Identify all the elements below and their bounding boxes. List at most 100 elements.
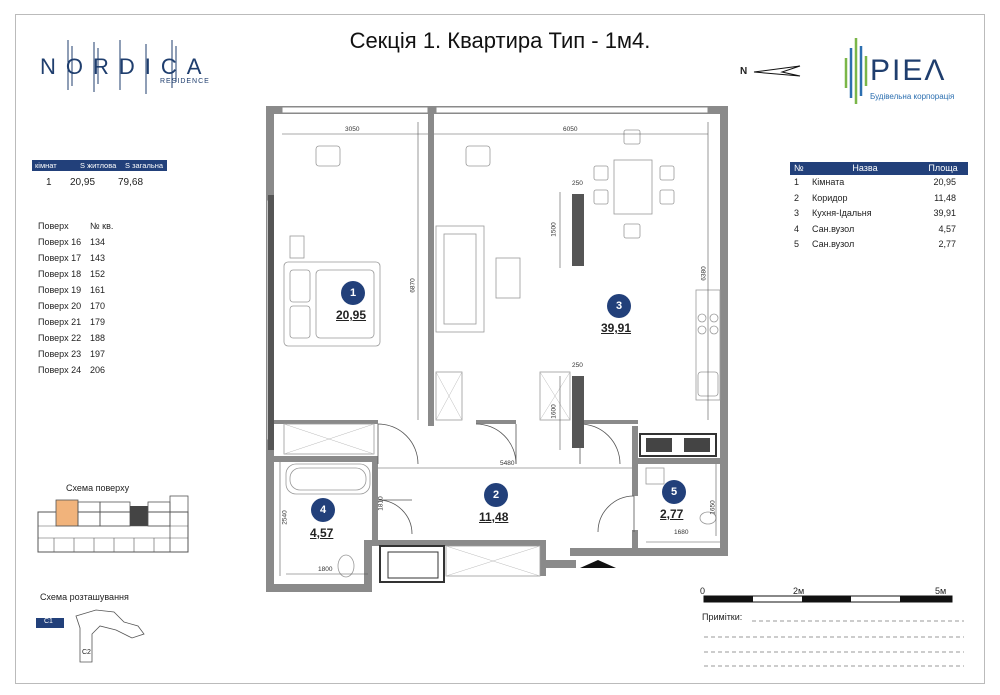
dim-label: 2540: [281, 510, 289, 525]
riel-logo-icon: [844, 38, 868, 104]
location-tag-c1: C1: [44, 618, 53, 625]
apt-number: 197: [90, 349, 106, 359]
page-title: Секція 1. Квартира Тип - 1м4.: [349, 28, 651, 53]
apt-number: 134: [90, 237, 106, 247]
floor-name: Поверх 16: [38, 237, 82, 247]
floor-row: Поверх 21 179: [38, 314, 113, 330]
notes-label: Примітки:: [702, 612, 743, 622]
floor-row: Поверх 20 170: [38, 298, 113, 314]
north-arrow: N: [740, 65, 801, 77]
dim-label: 6380: [700, 266, 708, 281]
dim-label: 1650: [709, 500, 717, 515]
floor-row: Поверх 16 134: [38, 234, 113, 250]
apt-number: 143: [90, 253, 106, 263]
floors-header: Поверх № кв.: [38, 218, 113, 234]
legend-num: 1: [794, 177, 800, 187]
window-dark: [268, 195, 274, 450]
scale-label-0: 0: [700, 586, 706, 596]
scale-label-5: 5м: [935, 586, 947, 596]
apt-number: 161: [90, 285, 106, 295]
scale-bar: [703, 595, 953, 603]
dim-label: 3050: [345, 126, 360, 133]
room-5-area: 2,77: [660, 507, 684, 521]
entrance-arrow: [580, 560, 616, 568]
furniture: [283, 129, 721, 578]
floors-header-apt: № кв.: [90, 221, 114, 231]
nordica-wordmark: NORDICA: [40, 54, 212, 79]
column-2: [572, 376, 584, 448]
legend-header-name: Назва: [852, 163, 878, 173]
nordica-sub: RESIDENCE: [160, 78, 210, 85]
summary-total: 79,68: [118, 177, 144, 188]
legend-room-name: Кімната: [812, 177, 845, 187]
location-tag-c2: C2: [82, 649, 91, 656]
floor-name: Поверх 20: [38, 301, 82, 311]
legend-room-name: Кухня-Ідальня: [812, 208, 872, 218]
floor-name: Поверх 21: [38, 317, 82, 327]
dim-label: 250: [572, 180, 583, 187]
legend-area: 11,48: [934, 192, 956, 203]
dim-label: 1680: [674, 529, 689, 536]
room-4-area: 4,57: [310, 526, 334, 540]
legend-area: 4,57: [938, 223, 956, 234]
legend-row: 3 Кухня-Ідальня 39,91: [790, 206, 968, 222]
floor-name: Поверх 17: [38, 253, 82, 263]
legend-area: 39,91: [933, 208, 956, 218]
apt-number: 179: [90, 317, 106, 327]
summary-header-total: S загальна: [125, 161, 164, 170]
riel-wordmark: PIEΛ: [870, 54, 947, 87]
dim-label: 6870: [409, 278, 417, 293]
dim-label: 1500: [550, 222, 558, 237]
floor-row: Поверх 23 197: [38, 346, 113, 362]
summary-living: 20,95: [70, 177, 96, 188]
floor-name: Поверх 19: [38, 285, 82, 295]
nordica-logo: NORDICA RESIDENCE: [40, 40, 210, 100]
floor-name: Поверх 24: [38, 365, 82, 375]
legend-area: 2,77: [938, 239, 956, 249]
legend-room-name: Коридор: [812, 192, 848, 203]
column-1: [572, 194, 584, 266]
scale-label-2: 2м: [793, 586, 805, 596]
summary-header: кімнат S житлова S загальна: [32, 160, 167, 171]
floor-row: Поверх 17 143: [38, 250, 113, 266]
floor-name: Поверх 23: [38, 349, 82, 359]
floor-row: Поверх 24 206: [38, 362, 113, 378]
apt-number: 206: [90, 365, 106, 375]
legend-room-name: Сан.вузол: [812, 223, 855, 234]
riel-sub: Будівельна корпорація: [870, 92, 955, 101]
dim-label: 1800: [318, 566, 333, 573]
room-1-badge: 1: [341, 281, 365, 305]
riel-logo: PIEΛ Будівельна корпорація: [840, 38, 970, 108]
inner-walls: [274, 114, 720, 550]
dim-label: 1810: [377, 496, 385, 511]
dim-label: 1600: [550, 404, 558, 419]
legend-num: 4: [794, 223, 800, 234]
appliances: [379, 433, 717, 583]
floors-header-floor: Поверх: [38, 221, 69, 231]
dim-label: 250: [572, 362, 583, 369]
legend-header: № Назва Площа: [790, 162, 968, 175]
dimension-lines: [279, 122, 720, 576]
legend-num: 3: [794, 208, 800, 218]
apt-number: 170: [90, 301, 106, 311]
room-2-area: 11,48: [479, 510, 509, 524]
dim-label: 5480: [500, 460, 515, 467]
legend-header-area: Площа: [928, 163, 958, 173]
dim-label: 6050: [563, 126, 578, 133]
summary-row: 1 20,95 79,68: [32, 177, 167, 188]
wardrobe-hatch: [283, 371, 571, 577]
room-3-area: 39,91: [601, 321, 632, 335]
windows: [266, 106, 709, 441]
location-scheme-label: Схема розташування: [40, 592, 129, 602]
notes-lines: [704, 620, 964, 667]
apt-number: 188: [90, 333, 106, 343]
room-3-badge: 3: [607, 294, 631, 318]
north-arrow-icon: [753, 65, 801, 77]
north-label: N: [740, 66, 748, 77]
legend-room-name: Сан.вузол: [812, 239, 855, 249]
